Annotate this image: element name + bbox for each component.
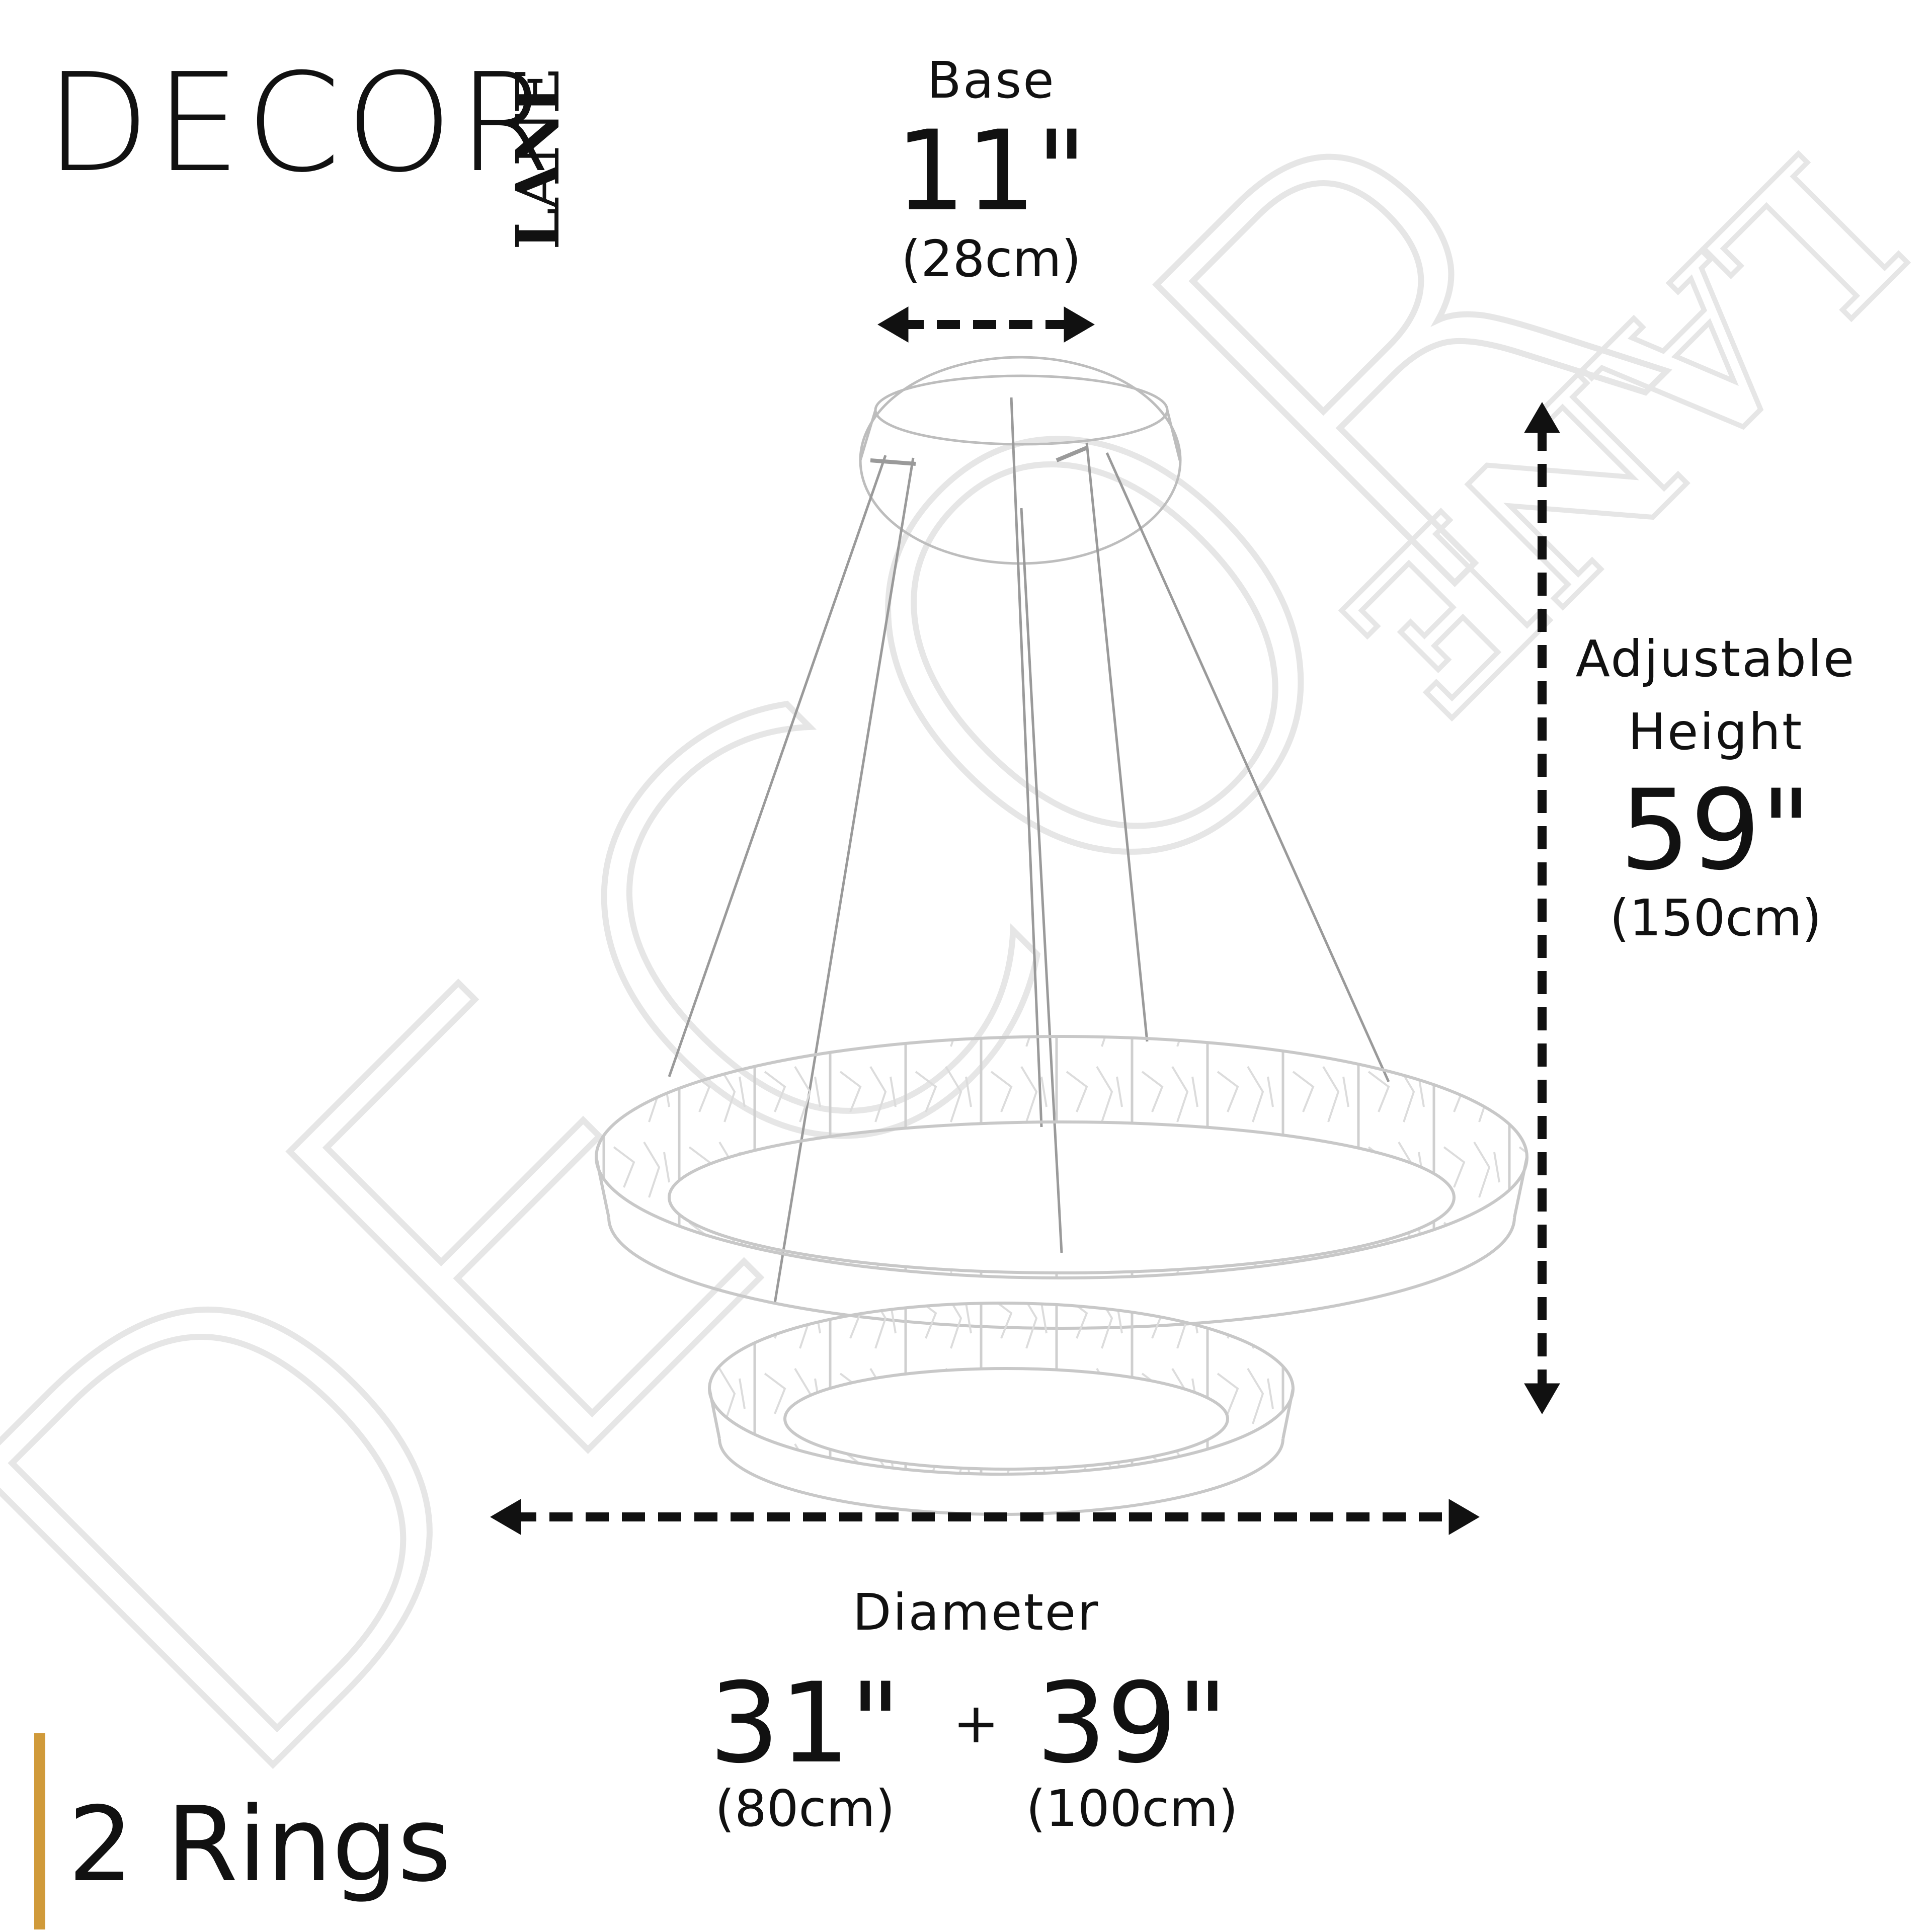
diameter-small-metric: (80cm) [715,1779,895,1838]
height-label-line1: Adjustable [1575,629,1856,688]
height-value: 59" [1620,766,1812,895]
suspension-cables [668,397,1390,1304]
height-metric: (150cm) [1609,889,1822,947]
upper-ring [594,1035,1529,1330]
base-value: 11" [895,107,1087,235]
base-metric: (28cm) [901,229,1081,288]
diameter-small-block: 31" (80cm) [679,1668,931,1836]
height-label-line2: Height [1628,702,1804,761]
diameter-plus: + [952,1691,1000,1755]
logo-main: DECOR [45,44,557,202]
diameter-label: Diameter [852,1583,1100,1642]
diameter-large-metric: (100cm) [1026,1779,1238,1838]
height-dimension-arrow-icon [1524,402,1560,1414]
rings-accent-bar [34,1733,45,1929]
diameter-small-value: 31" [709,1659,901,1788]
base-dimension-arrow-icon [877,306,1095,343]
logo-sub: LANE [503,70,573,250]
diameter-large-block: 39" (100cm) [1001,1668,1263,1836]
lower-ring [707,1302,1295,1516]
base-label: Base [927,51,1056,110]
canopy [859,356,1182,565]
diameter-dimension-arrow-icon [490,1499,1480,1535]
rings-label: 2 Rings [68,1785,451,1905]
base-dimension-label: Base 11" (28cm) [835,53,1147,287]
height-dimension-label: Adjustable Height 59" (150cm) [1540,631,1892,946]
diameter-large-value: 39" [1036,1659,1228,1788]
